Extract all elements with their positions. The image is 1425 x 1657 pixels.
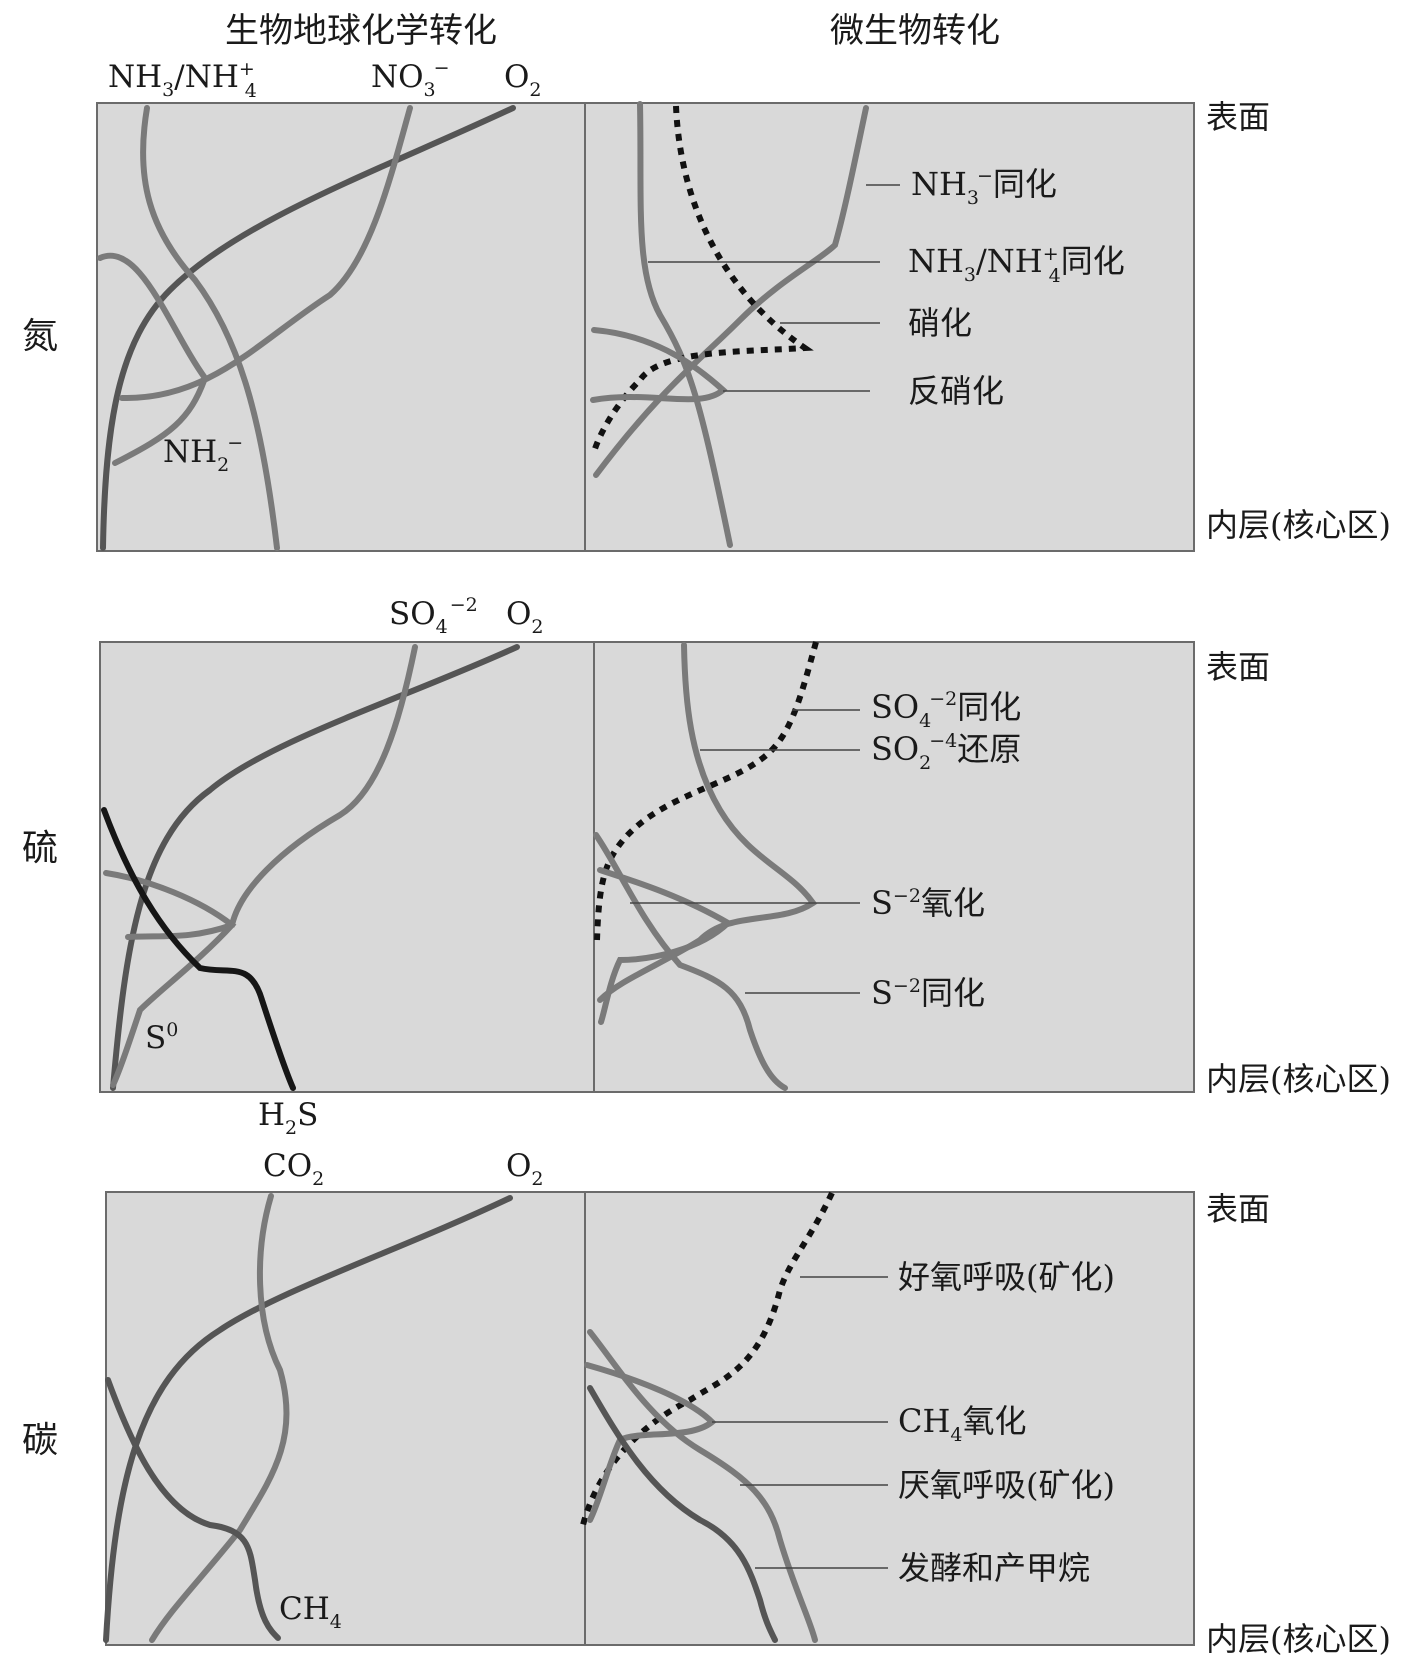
curve-ferment bbox=[587, 1385, 778, 1643]
curve-o2-c bbox=[103, 1195, 513, 1643]
curve-nh3-n bbox=[140, 105, 280, 551]
curve-h2s bbox=[101, 807, 296, 1091]
species-s0: S0 bbox=[145, 1019, 178, 1056]
side-surface-c: 表面 bbox=[1206, 1190, 1270, 1228]
curve-nh2-n bbox=[97, 252, 209, 466]
process-ferment: 发酵和产甲烷 bbox=[898, 1549, 1090, 1587]
header-microbial: 微生物转化 bbox=[830, 11, 1000, 51]
species-ch4: CH4 bbox=[279, 1591, 342, 1633]
curve-nh4-assim bbox=[637, 101, 733, 548]
panel-sulfur-bg bbox=[99, 641, 1195, 1093]
curve-ch4-c bbox=[105, 1377, 281, 1641]
process-s2-oxidation: S−2氧化 bbox=[871, 884, 985, 922]
process-anaerobic: 厌氧呼吸(矿化) bbox=[898, 1466, 1115, 1504]
curve-co2-c bbox=[149, 1193, 290, 1643]
curve-s2-assim bbox=[593, 832, 788, 1091]
panel-sulfur: SO4−2 O2 S0 H2S SO4−2同化 SO2−4还原 S−2氧化 S−… bbox=[99, 594, 1391, 1139]
species-o2-c: O2 bbox=[506, 1148, 544, 1190]
process-ch4-ox: CH4氧化 bbox=[898, 1402, 1027, 1446]
curve-s2-oxidation bbox=[597, 867, 733, 1025]
process-nitrification: 硝化 bbox=[908, 304, 972, 342]
curve-nh3-assim bbox=[593, 105, 869, 478]
process-so4-reduction: SO2−4还原 bbox=[871, 730, 1021, 774]
curve-nitrification bbox=[590, 105, 814, 456]
curve-no3-n bbox=[119, 105, 413, 402]
process-nh4-assim: NH3/NH+4同化 bbox=[908, 242, 1125, 287]
row-label-sulfur: 硫 bbox=[22, 828, 58, 869]
side-surface-n: 表面 bbox=[1206, 98, 1270, 136]
panel-nitrogen: NH3/NH+4 NO3− O2 NH2− NH3−同化 NH3/NH+4同化 … bbox=[96, 57, 1391, 552]
species-nh2: NH2− bbox=[163, 432, 243, 476]
process-denitrification: 反硝化 bbox=[908, 372, 1004, 410]
panel-carbon: CO2 O2 CH4 好氧呼吸(矿化) CH4氧化 厌氧呼吸(矿化) 发酵和产甲… bbox=[103, 1148, 1391, 1657]
species-nh3-nh4: NH3/NH+4 bbox=[108, 58, 257, 102]
process-s2-assim: S−2同化 bbox=[871, 974, 985, 1012]
process-nh3-assim: NH3−同化 bbox=[911, 165, 1057, 209]
species-o2-n: O2 bbox=[504, 59, 542, 101]
species-h2s: H2S bbox=[258, 1097, 318, 1139]
species-o2-s: O2 bbox=[506, 596, 544, 638]
row-label-carbon: 碳 bbox=[22, 1420, 58, 1461]
row-label-nitrogen: 氮 bbox=[22, 316, 58, 357]
side-core-s: 内层(核心区) bbox=[1206, 1060, 1391, 1098]
curve-so4-s bbox=[125, 644, 418, 940]
side-surface-s: 表面 bbox=[1206, 648, 1270, 686]
species-co2: CO2 bbox=[263, 1148, 324, 1190]
side-core-n: 内层(核心区) bbox=[1206, 506, 1391, 544]
species-so4: SO4−2 bbox=[389, 594, 478, 638]
side-core-c: 内层(核心区) bbox=[1206, 1620, 1391, 1657]
curve-aerobic bbox=[580, 1191, 835, 1526]
species-no3: NO3− bbox=[371, 57, 450, 101]
header-biogeochemical: 生物地球化学转化 bbox=[225, 11, 497, 51]
curve-denitrification bbox=[590, 327, 728, 403]
process-so4-assim: SO4−2同化 bbox=[871, 688, 1021, 732]
process-aerobic: 好氧呼吸(矿化) bbox=[898, 1258, 1115, 1296]
